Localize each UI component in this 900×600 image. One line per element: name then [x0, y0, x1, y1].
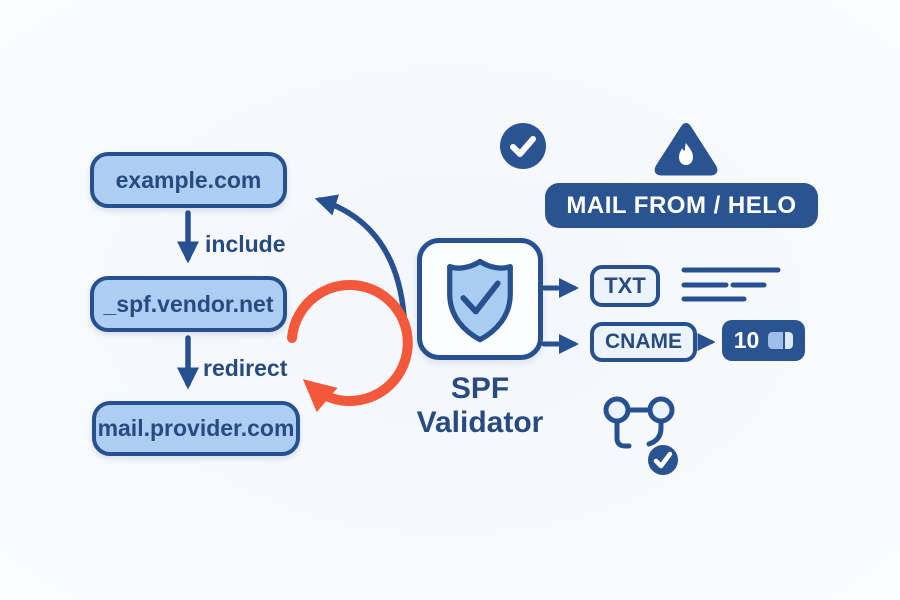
cname-record-box: CNAME: [590, 322, 697, 362]
spf-validator-box: [417, 238, 543, 360]
include-label: include: [205, 231, 286, 257]
spf-validator-title-line1: SPF: [450, 372, 510, 405]
domain-node-example: example.com: [90, 152, 287, 208]
domain-node-spf-vendor: _spf.vendor.net: [90, 276, 287, 332]
txt-record-box: TXT: [590, 265, 660, 307]
banner-label: MAIL FROM / HELO: [566, 191, 797, 219]
domain-node-label: example.com: [115, 166, 262, 193]
txt-record-label: TXT: [604, 273, 646, 298]
dns-graph-check-icon: [596, 392, 686, 482]
redirect-label: redirect: [203, 355, 288, 381]
mail-from-helo-banner: MAIL FROM / HELO: [545, 183, 818, 228]
revalidate-curve-arrow: [314, 194, 407, 319]
lookup-meter-icon: [768, 332, 794, 349]
cname-record-label: CNAME: [605, 330, 682, 353]
txt-record-lines-icon: [681, 267, 781, 302]
check-circle-icon: [500, 123, 546, 169]
spf-validator-title-line2: Validator: [416, 406, 544, 439]
domain-node-label: mail.provider.com: [97, 415, 295, 441]
spf-validator-title: SPF Validator: [400, 372, 560, 440]
warning-flame-icon: [651, 121, 721, 177]
domain-node-label: _spf.vendor.net: [103, 290, 274, 317]
domain-node-mail-provider: mail.provider.com: [92, 401, 300, 456]
lookup-count-value: 10: [733, 327, 760, 353]
lookup-count-badge: 10: [722, 320, 805, 361]
shield-check-icon: [447, 258, 513, 343]
loop-arrow-icon: [287, 280, 413, 413]
